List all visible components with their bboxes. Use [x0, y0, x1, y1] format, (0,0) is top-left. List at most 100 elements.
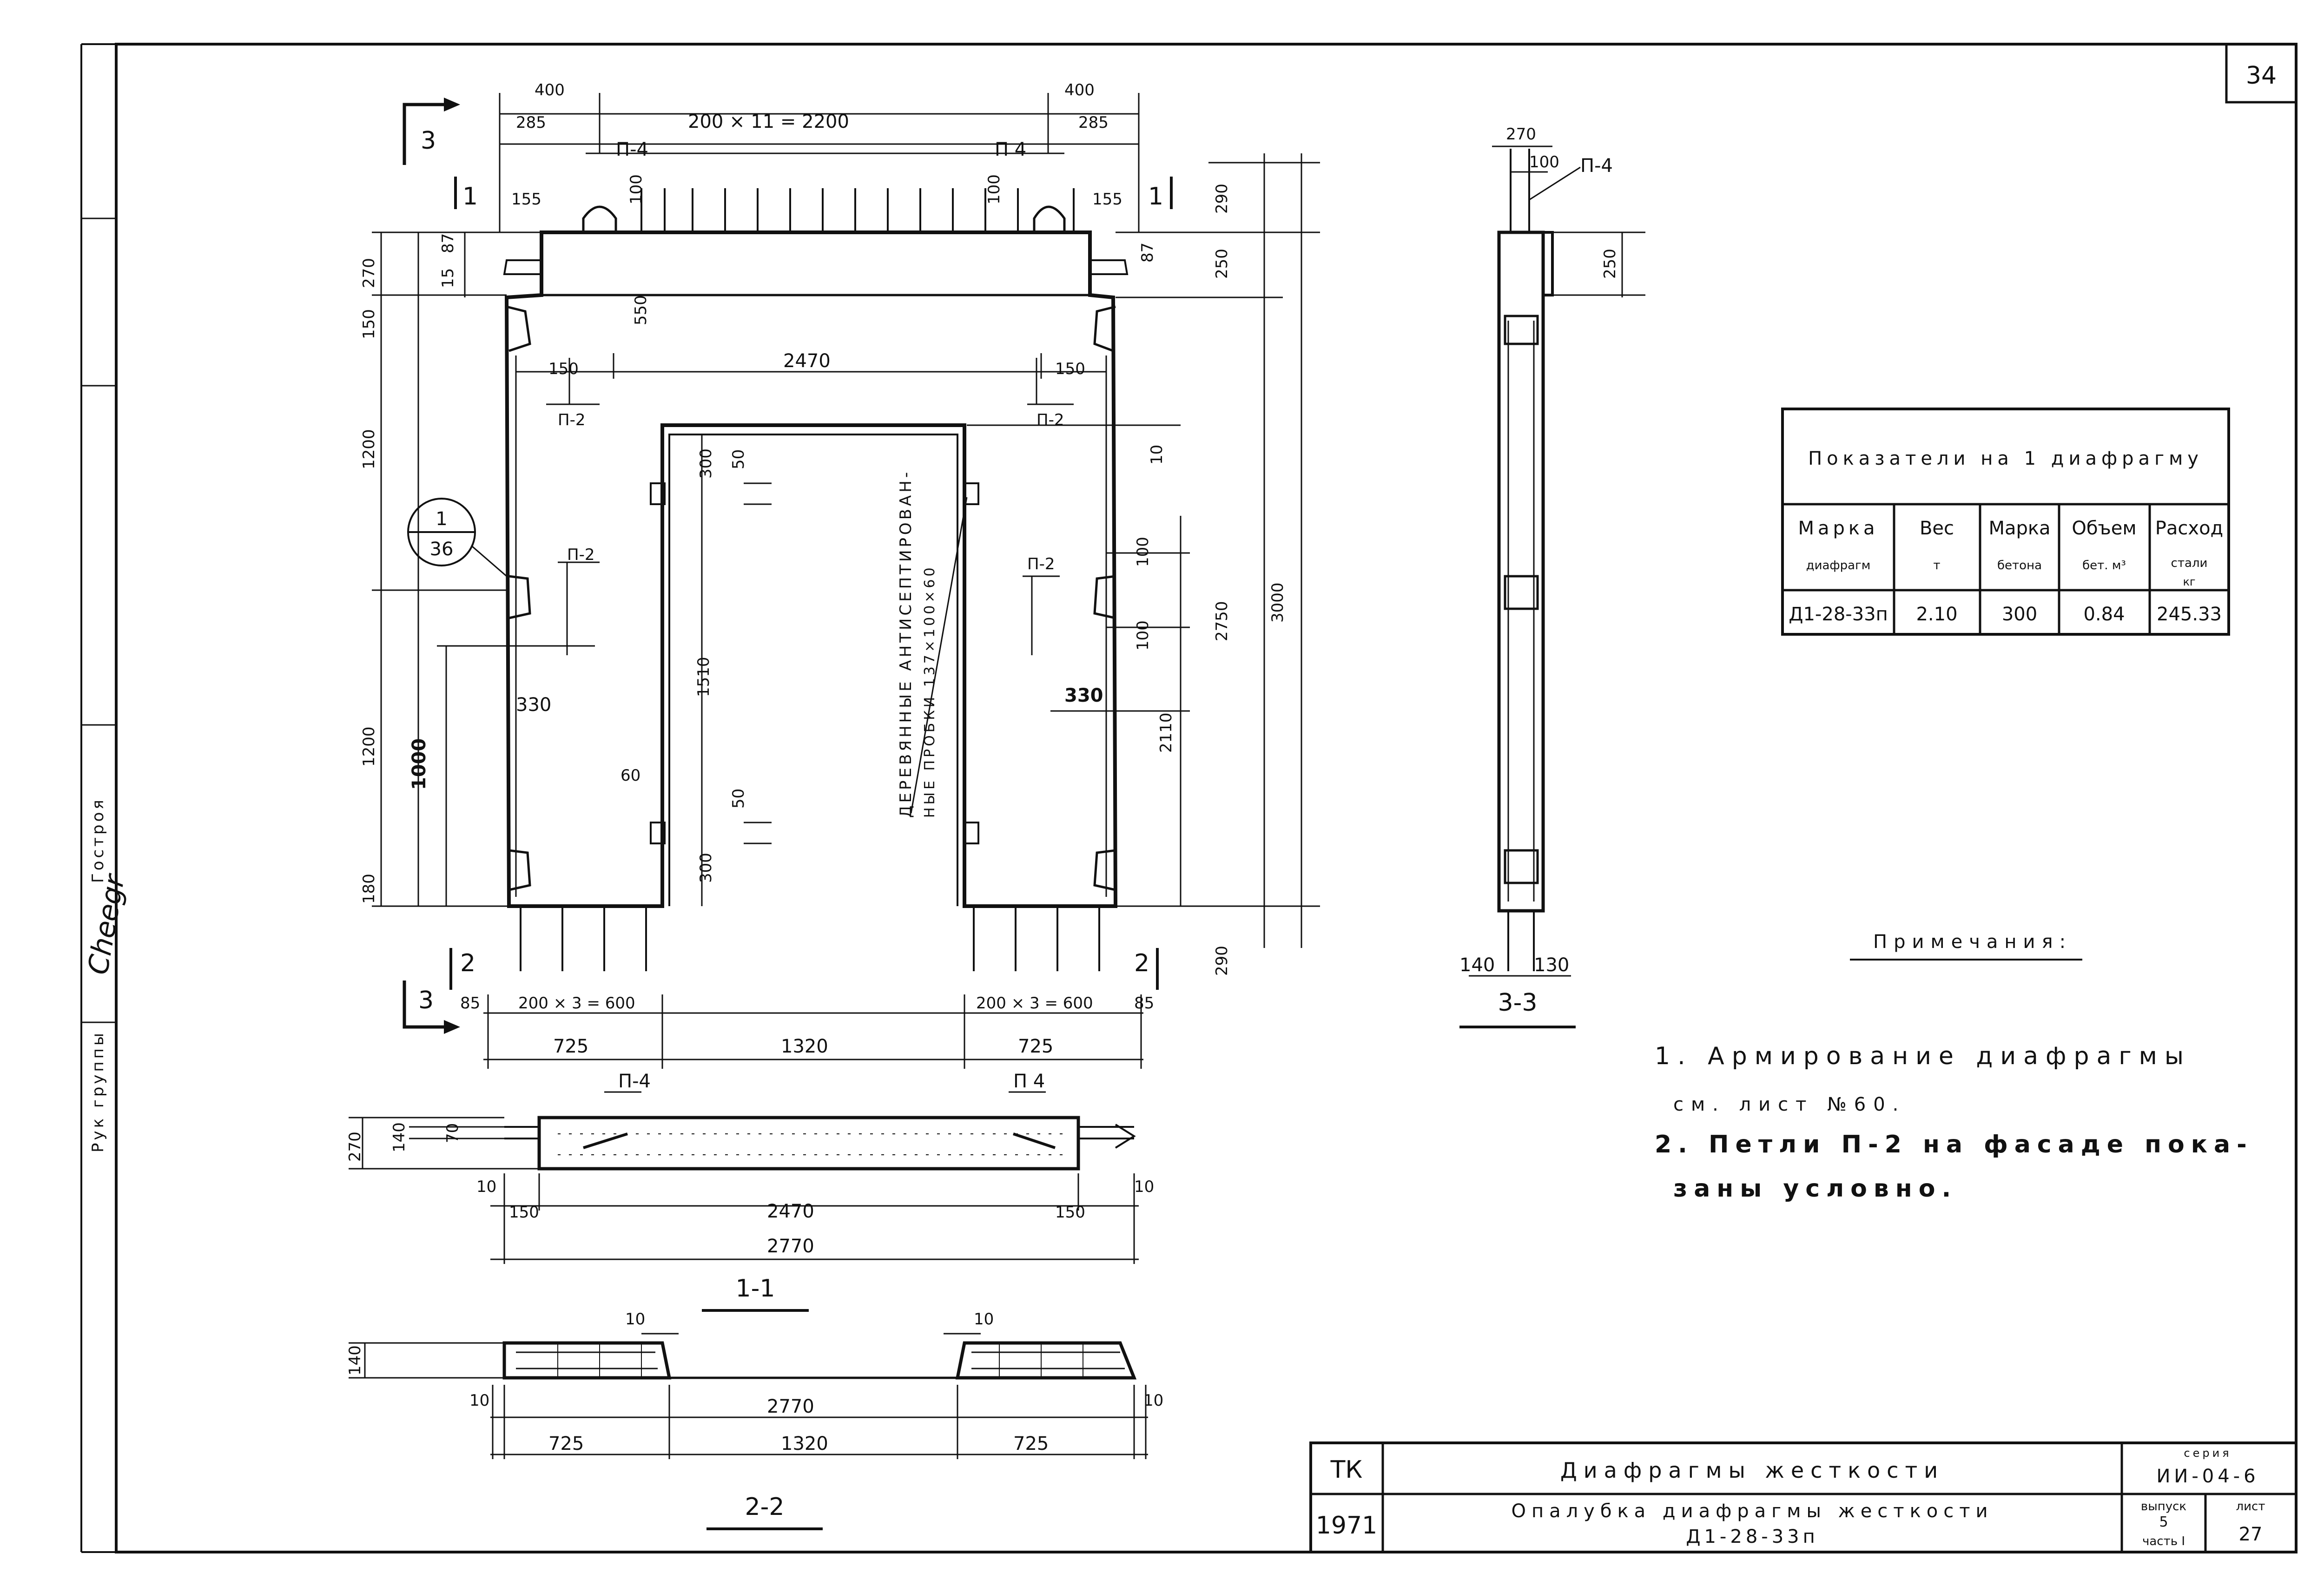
title-tk: ТК	[1330, 1456, 1363, 1484]
section-mark-2-left: 2	[460, 949, 475, 977]
sec11-dim-150-right: 150	[1055, 1203, 1085, 1222]
sec22-dim-1320: 1320	[781, 1433, 828, 1454]
sec33-label-p4: П-4	[1580, 155, 1613, 177]
dim-85-right: 85	[1134, 994, 1154, 1013]
dim-550: 550	[632, 295, 650, 325]
sec22-dim-10-b: 10	[974, 1310, 994, 1329]
sec33-title: 3-3	[1498, 989, 1538, 1017]
table-header-volume-2: бет. м³	[2082, 559, 2126, 573]
side-ledges	[506, 305, 1116, 891]
section-2-2: 140 10 10 10 10 2770 725 1320 725 2-2	[346, 1310, 1163, 1530]
section-mark-3-bottom: 3	[418, 987, 434, 1014]
sec33-dim-250: 250	[1601, 249, 1619, 279]
note-2-line-2: заны условно.	[1673, 1175, 1957, 1203]
table-header-concrete-2: бетона	[1997, 559, 2042, 573]
dim-150-left: 150	[360, 309, 378, 339]
callout-top: 1	[436, 508, 447, 530]
wooden-plugs	[650, 482, 979, 844]
table-header-steel-2: стали	[2171, 556, 2208, 570]
section-1-1: 270 140 70 10 10 150 150 2470 2770 П-4 П…	[346, 1071, 1154, 1312]
dim-155-right: 155	[1092, 190, 1122, 209]
sec11-dim-2470: 2470	[767, 1201, 814, 1222]
title-part: часть I	[2142, 1534, 2185, 1548]
dim-150-inner-left: 150	[548, 360, 579, 378]
title-block: ТК 1971 Диафрагмы жесткости Опалубка диа…	[1309, 1441, 2298, 1553]
note-2-line-1: 2. Петли П-2 на фасаде пока-	[1655, 1131, 2253, 1158]
title-issue: 5	[2159, 1514, 2168, 1530]
dim-rebar-spacing: 200 × 11 = 2200	[688, 111, 849, 132]
sec22-dim-10-a: 10	[625, 1310, 645, 1329]
table-cell-concrete: 300	[2002, 604, 2037, 625]
dim-bottom-spacing-left: 200 × 3 = 600	[518, 994, 635, 1013]
title-series: ИИ-04-6	[2156, 1466, 2259, 1487]
table-header-mark-1: Марка	[1798, 518, 1878, 539]
sec22-title: 2-2	[745, 1493, 785, 1521]
dim-155-left: 155	[511, 190, 541, 209]
sec22-dim-140: 140	[346, 1345, 364, 1375]
section-mark-1-left: 1	[462, 183, 478, 211]
dim-330-right: 330	[1064, 685, 1103, 706]
dim-400-left: 400	[535, 81, 565, 99]
margin-text-gostroy: Гостроя	[89, 797, 107, 883]
section-mark-3-top: 3	[421, 127, 436, 155]
table-header-volume-1: Объем	[2072, 518, 2136, 539]
dim-725-right: 725	[1018, 1036, 1053, 1057]
sec11-dim-70: 70	[443, 1123, 462, 1143]
dim-300-lower: 300	[697, 853, 715, 883]
table-cell-mark: Д1-28-33п	[1789, 604, 1888, 625]
dim-400-right: 400	[1064, 81, 1095, 99]
notes: Примечания: 1. Армирование диафрагмы см.…	[1655, 931, 2253, 1203]
dim-50-upper: 50	[729, 449, 748, 469]
sec22-dim-725-left: 725	[548, 1433, 584, 1454]
sheet-number-box	[2225, 43, 2298, 104]
title-mark: Д1-28-33п	[1686, 1526, 1819, 1547]
title-name: Диафрагмы жесткости	[1560, 1458, 1944, 1483]
sec11-label-p4-right: П 4	[1013, 1071, 1045, 1092]
dim-2470-front: 2470	[783, 350, 831, 372]
dim-100-right: 100	[985, 174, 1004, 204]
sec22-dim-10-c: 10	[469, 1391, 489, 1410]
label-p2-4: П-2	[1027, 555, 1055, 573]
dim-1200-lower: 1200	[360, 726, 378, 767]
sec11-dim-270: 270	[346, 1132, 364, 1162]
section-mark-2-right: 2	[1134, 949, 1149, 977]
dim-330-left: 330	[516, 694, 551, 716]
table-header-weight-2: т	[1933, 559, 1940, 573]
dim-2750: 2750	[1213, 601, 1231, 641]
sec11-dim-140: 140	[390, 1122, 409, 1152]
note-1-line-2: см. лист №60.	[1673, 1094, 1906, 1115]
table-header-concrete-1: Марка	[1988, 518, 2050, 539]
dim-10-right: 10	[1148, 445, 1166, 465]
section-mark-1-right: 1	[1148, 183, 1163, 211]
label-p4-right: П 4	[995, 139, 1026, 160]
margin-text-group-head: Рук группы	[89, 1030, 107, 1152]
dim-15: 15	[439, 268, 457, 288]
table-header-weight-1: Вес	[1920, 518, 1954, 539]
dim-100-r2: 100	[1134, 620, 1152, 651]
sheet-border	[115, 43, 2298, 1553]
sec33-dim-270: 270	[1506, 125, 1536, 144]
sec11-title: 1-1	[736, 1275, 775, 1303]
dim-60: 60	[621, 766, 640, 785]
dim-87-right: 87	[1138, 243, 1157, 263]
sec11-dim-150-left: 150	[509, 1203, 539, 1222]
indicators-table: Показатели на 1 диафрагму Марка диафрагм…	[1781, 408, 2230, 636]
table-cell-volume: 0.84	[2083, 604, 2125, 625]
dim-bottom-spacing-right: 200 × 3 = 600	[976, 994, 1093, 1013]
note-1-line-1: 1. Армирование диафрагмы	[1655, 1042, 2191, 1070]
callout-bottom: 36	[430, 539, 454, 560]
dim-1200-upper: 1200	[360, 429, 378, 469]
sec11-dim-10-left: 10	[476, 1178, 496, 1196]
vertical-note-line-2: НЫЕ ПРОБКИ 137×100×60	[922, 565, 938, 818]
margin-strip: Гостроя Cheegr Рук группы	[82, 797, 132, 1152]
sec22-dim-2770: 2770	[767, 1396, 814, 1417]
dim-290-top: 290	[1213, 184, 1231, 214]
sec22-dim-725-right: 725	[1013, 1433, 1049, 1454]
table-cell-weight: 2.10	[1916, 604, 1957, 625]
dim-300-upper: 300	[697, 448, 715, 479]
dim-180: 180	[360, 874, 378, 904]
table-header-steel-3: кг	[2183, 575, 2195, 588]
sec22-dim-10-d: 10	[1143, 1391, 1163, 1410]
label-p2-1: П-2	[558, 411, 585, 429]
